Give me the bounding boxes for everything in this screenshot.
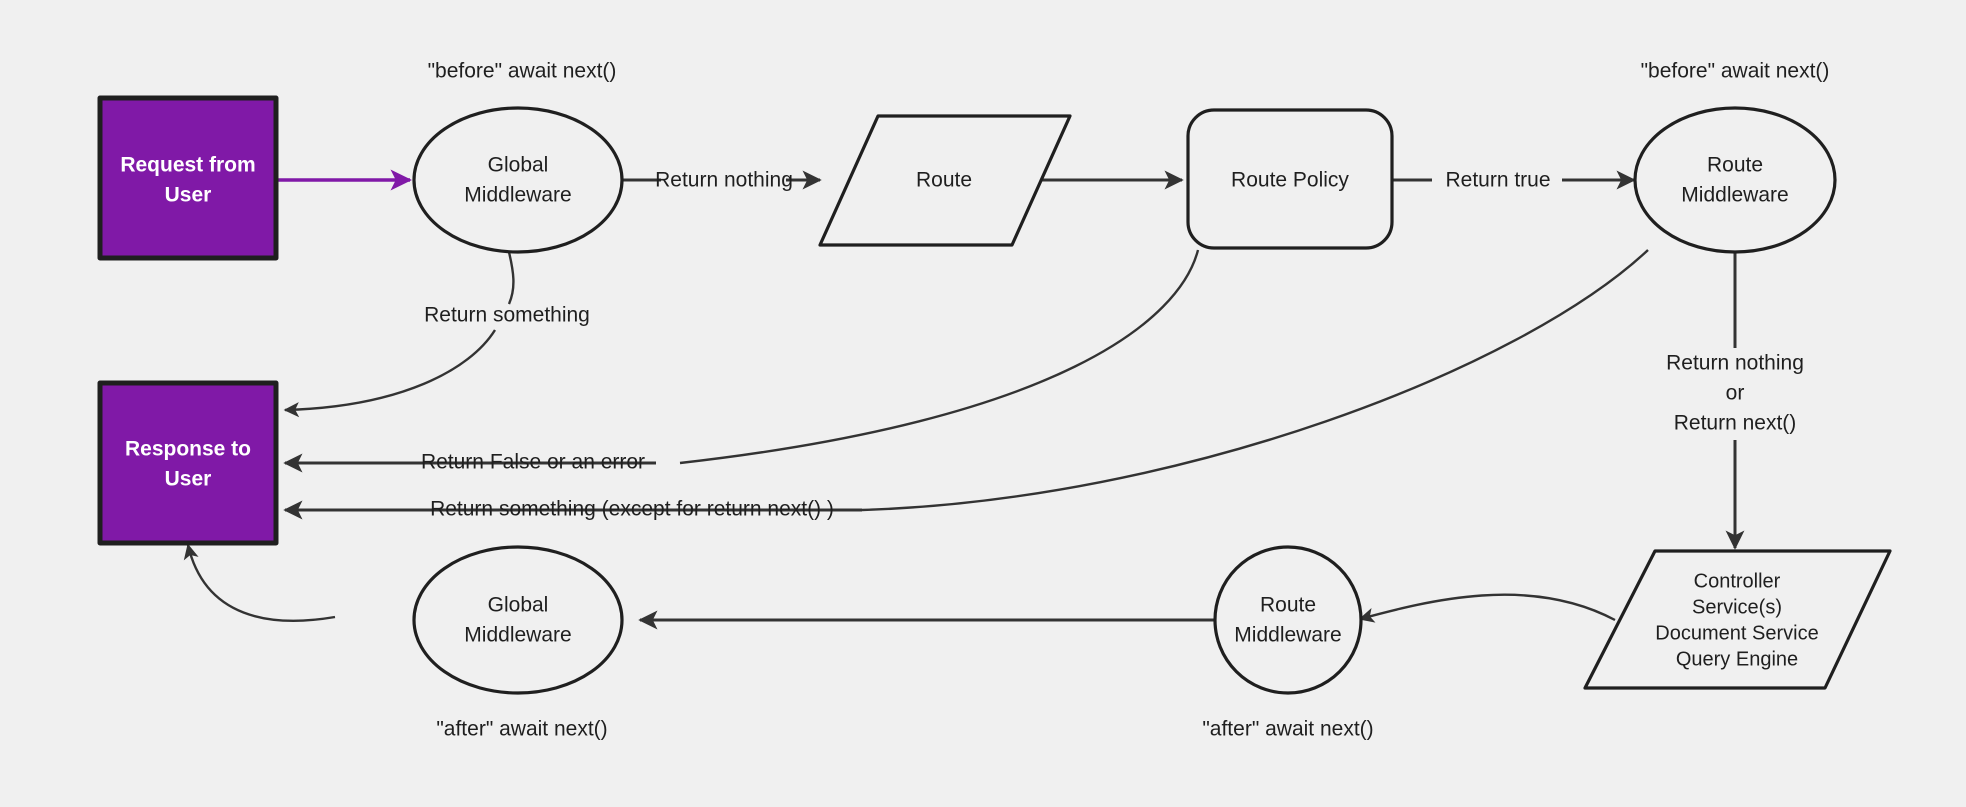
edge-route-policy-return-false-curve (679, 249, 1200, 465)
annotation-after-route-middleware: "after" await next() (1202, 718, 1373, 741)
response-to-user-label-line1: Response to (125, 438, 251, 461)
node-response-to-user[interactable]: Response to User (97, 380, 279, 546)
edge-label-return-nothing-or-next-line2: or (1726, 382, 1745, 405)
handler-parallelogram[interactable] (1583, 549, 1892, 690)
edge-label-return-nothing-or-next-line1: Return nothing (1666, 352, 1804, 375)
annotation-before-route-middleware: "before" await next() (1641, 60, 1830, 83)
node-global-middleware-before[interactable]: Global Middleware (412, 106, 624, 254)
route-middleware-after-label-line1: Route (1260, 594, 1316, 617)
edge-label-return-true: Return true (1445, 169, 1550, 192)
global-middleware-after-ellipse[interactable] (412, 545, 624, 695)
annotation-before-global-middleware: "before" await next() (428, 60, 617, 83)
route-policy-label: Route Policy (1231, 169, 1349, 192)
node-request-from-user[interactable]: Request from User (97, 95, 279, 261)
edge-handler-to-route-middleware-after (1358, 593, 1616, 623)
request-from-user-label-line1: Request from (120, 154, 255, 177)
route-policy-box[interactable] (1186, 108, 1394, 250)
route-label: Route (916, 169, 972, 192)
edge-label-return-false-or-error: Return False or an error (421, 451, 645, 474)
route-middleware-after-ellipse[interactable] (1213, 545, 1363, 695)
edge-label-return-something-except-next: Return something (except for return next… (430, 498, 834, 521)
route-middleware-before-label-line2: Middleware (1681, 184, 1788, 207)
handler-label-line2: Service(s) (1692, 596, 1782, 618)
node-handler[interactable]: Controller Service(s) Document Service Q… (1583, 549, 1892, 690)
edge-label-return-nothing: Return nothing (655, 169, 793, 192)
handler-label-line4: Query Engine (1676, 648, 1798, 670)
edge-global-middleware-return-something-upper (506, 247, 515, 305)
response-to-user-label-line2: User (165, 468, 212, 491)
node-route-policy[interactable]: Route Policy (1186, 108, 1394, 250)
handler-label-line1: Controller (1694, 570, 1781, 592)
global-middleware-before-ellipse[interactable] (412, 106, 624, 254)
handler-label-line3: Document Service (1655, 622, 1818, 644)
route-middleware-before-ellipse[interactable] (1633, 106, 1837, 254)
edge-route-middleware-return-something-curve (861, 249, 1649, 512)
global-middleware-before-label-line2: Middleware (464, 184, 571, 207)
edge-global-middleware-after-to-response (183, 543, 336, 622)
request-from-user-label-line2: User (165, 184, 212, 207)
request-from-user-box[interactable] (97, 95, 279, 261)
node-route[interactable]: Route (818, 114, 1072, 247)
global-middleware-after-label-line1: Global (488, 594, 549, 617)
edge-global-middleware-return-something-lower (283, 329, 497, 418)
node-route-middleware-after[interactable]: Route Middleware (1213, 545, 1363, 695)
route-middleware-after-label-line2: Middleware (1234, 624, 1341, 647)
edge-label-return-something-global: Return something (424, 304, 590, 327)
response-to-user-box[interactable] (97, 380, 279, 546)
global-middleware-before-label-line1: Global (488, 154, 549, 177)
global-middleware-after-label-line2: Middleware (464, 624, 571, 647)
route-parallelogram[interactable] (818, 114, 1072, 247)
annotation-after-global-middleware: "after" await next() (436, 718, 607, 741)
route-middleware-before-label-line1: Route (1707, 154, 1763, 177)
node-global-middleware-after[interactable]: Global Middleware (412, 545, 624, 695)
node-route-middleware-before[interactable]: Route Middleware (1633, 106, 1837, 254)
edge-label-return-nothing-or-next-line3: Return next() (1674, 412, 1797, 435)
